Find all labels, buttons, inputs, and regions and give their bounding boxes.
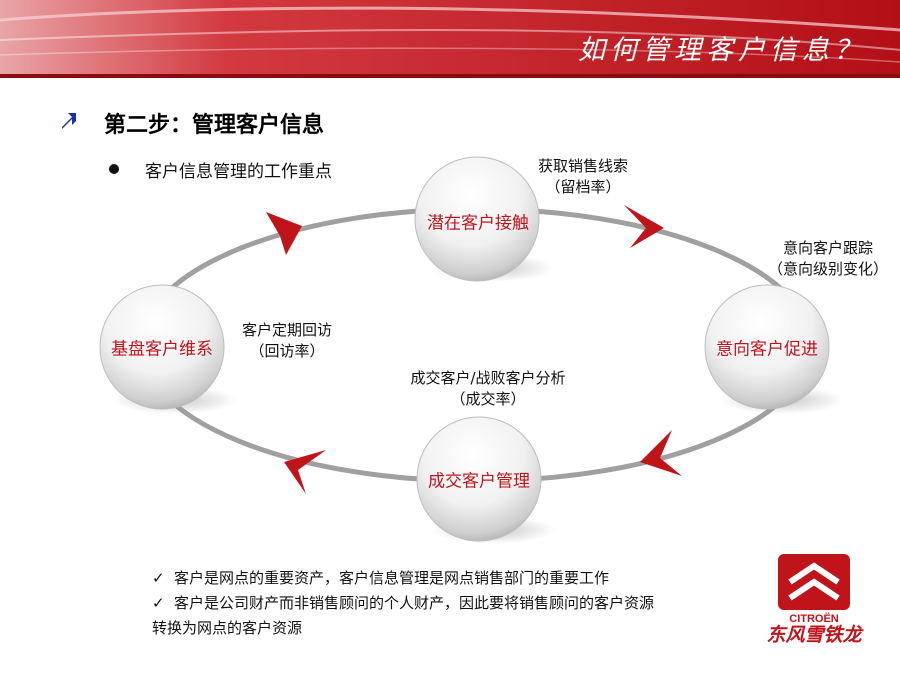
caption-base-line1: 客户定期回访	[241, 321, 333, 339]
dealer-name: 东风雪铁龙	[766, 624, 862, 646]
node-label-deal: 成交客户管理	[428, 471, 530, 492]
note-line-3: 转换为网点的客户资源	[152, 616, 654, 641]
caption-deal-line2: （成交率）	[450, 390, 526, 408]
caption-base-line2: （回访率）	[249, 342, 325, 360]
node-label-base: 基盘客户维系	[111, 339, 213, 360]
chevron-left-icon	[284, 450, 326, 494]
chevron-right-icon	[624, 205, 664, 248]
node-sphere-left	[99, 284, 237, 414]
logo-brand: CITROËN	[789, 612, 839, 624]
caption-intention: 意向客户跟踪 （意向级别变化）	[768, 238, 888, 280]
caption-deal-line1: 成交客户/战败客户分析	[410, 369, 566, 387]
caption-deal: 成交客户/战败客户分析 （成交率）	[410, 368, 565, 410]
bullet-dot	[109, 164, 119, 174]
arrow-up-right-icon	[62, 113, 76, 129]
node-sphere-top	[414, 156, 554, 282]
citroen-logo: CITROËN	[778, 554, 850, 624]
slide-title: 如何管理客户信息？	[578, 35, 866, 66]
section-heading: 第二步：管理客户信息	[104, 113, 325, 138]
header-band	[0, 0, 900, 78]
check-icon: ✓	[152, 569, 165, 587]
node-sphere-right	[704, 284, 844, 414]
chevron-left-icon	[640, 430, 682, 476]
notes: ✓ 客户是网点的重要资产，客户信息管理是网点销售部门的重要工作 ✓ 客户是公司财产而…	[152, 566, 654, 641]
note-line-1: ✓ 客户是网点的重要资产，客户信息管理是网点销售部门的重要工作	[152, 566, 654, 591]
chevron-right-icon	[266, 212, 302, 255]
check-icon: ✓	[152, 594, 165, 612]
note-text-1: 客户是网点的重要资产，客户信息管理是网点销售部门的重要工作	[174, 569, 610, 587]
node-sphere-bottom	[416, 416, 556, 544]
caption-potential-line1: 获取销售线索	[537, 157, 629, 175]
node-label-intention: 意向客户促进	[716, 339, 818, 360]
caption-potential: 获取销售线索 （留档率）	[538, 156, 628, 198]
note-text-3: 转换为网点的客户资源	[152, 619, 303, 637]
note-text-2: 客户是公司财产而非销售顾问的个人财产，因此要将销售顾问的客户资源	[174, 594, 655, 612]
caption-base: 客户定期回访 （回访率）	[242, 320, 332, 362]
caption-potential-line2: （留档率）	[545, 178, 621, 196]
note-line-2: ✓ 客户是公司财产而非销售顾问的个人财产，因此要将销售顾问的客户资源	[152, 591, 654, 616]
caption-intention-line2: （意向级别变化）	[767, 260, 889, 278]
bullet-text: 客户信息管理的工作重点	[145, 162, 332, 182]
node-label-potential: 潜在客户接触	[427, 213, 529, 234]
caption-intention-line1: 意向客户跟踪	[782, 239, 874, 257]
